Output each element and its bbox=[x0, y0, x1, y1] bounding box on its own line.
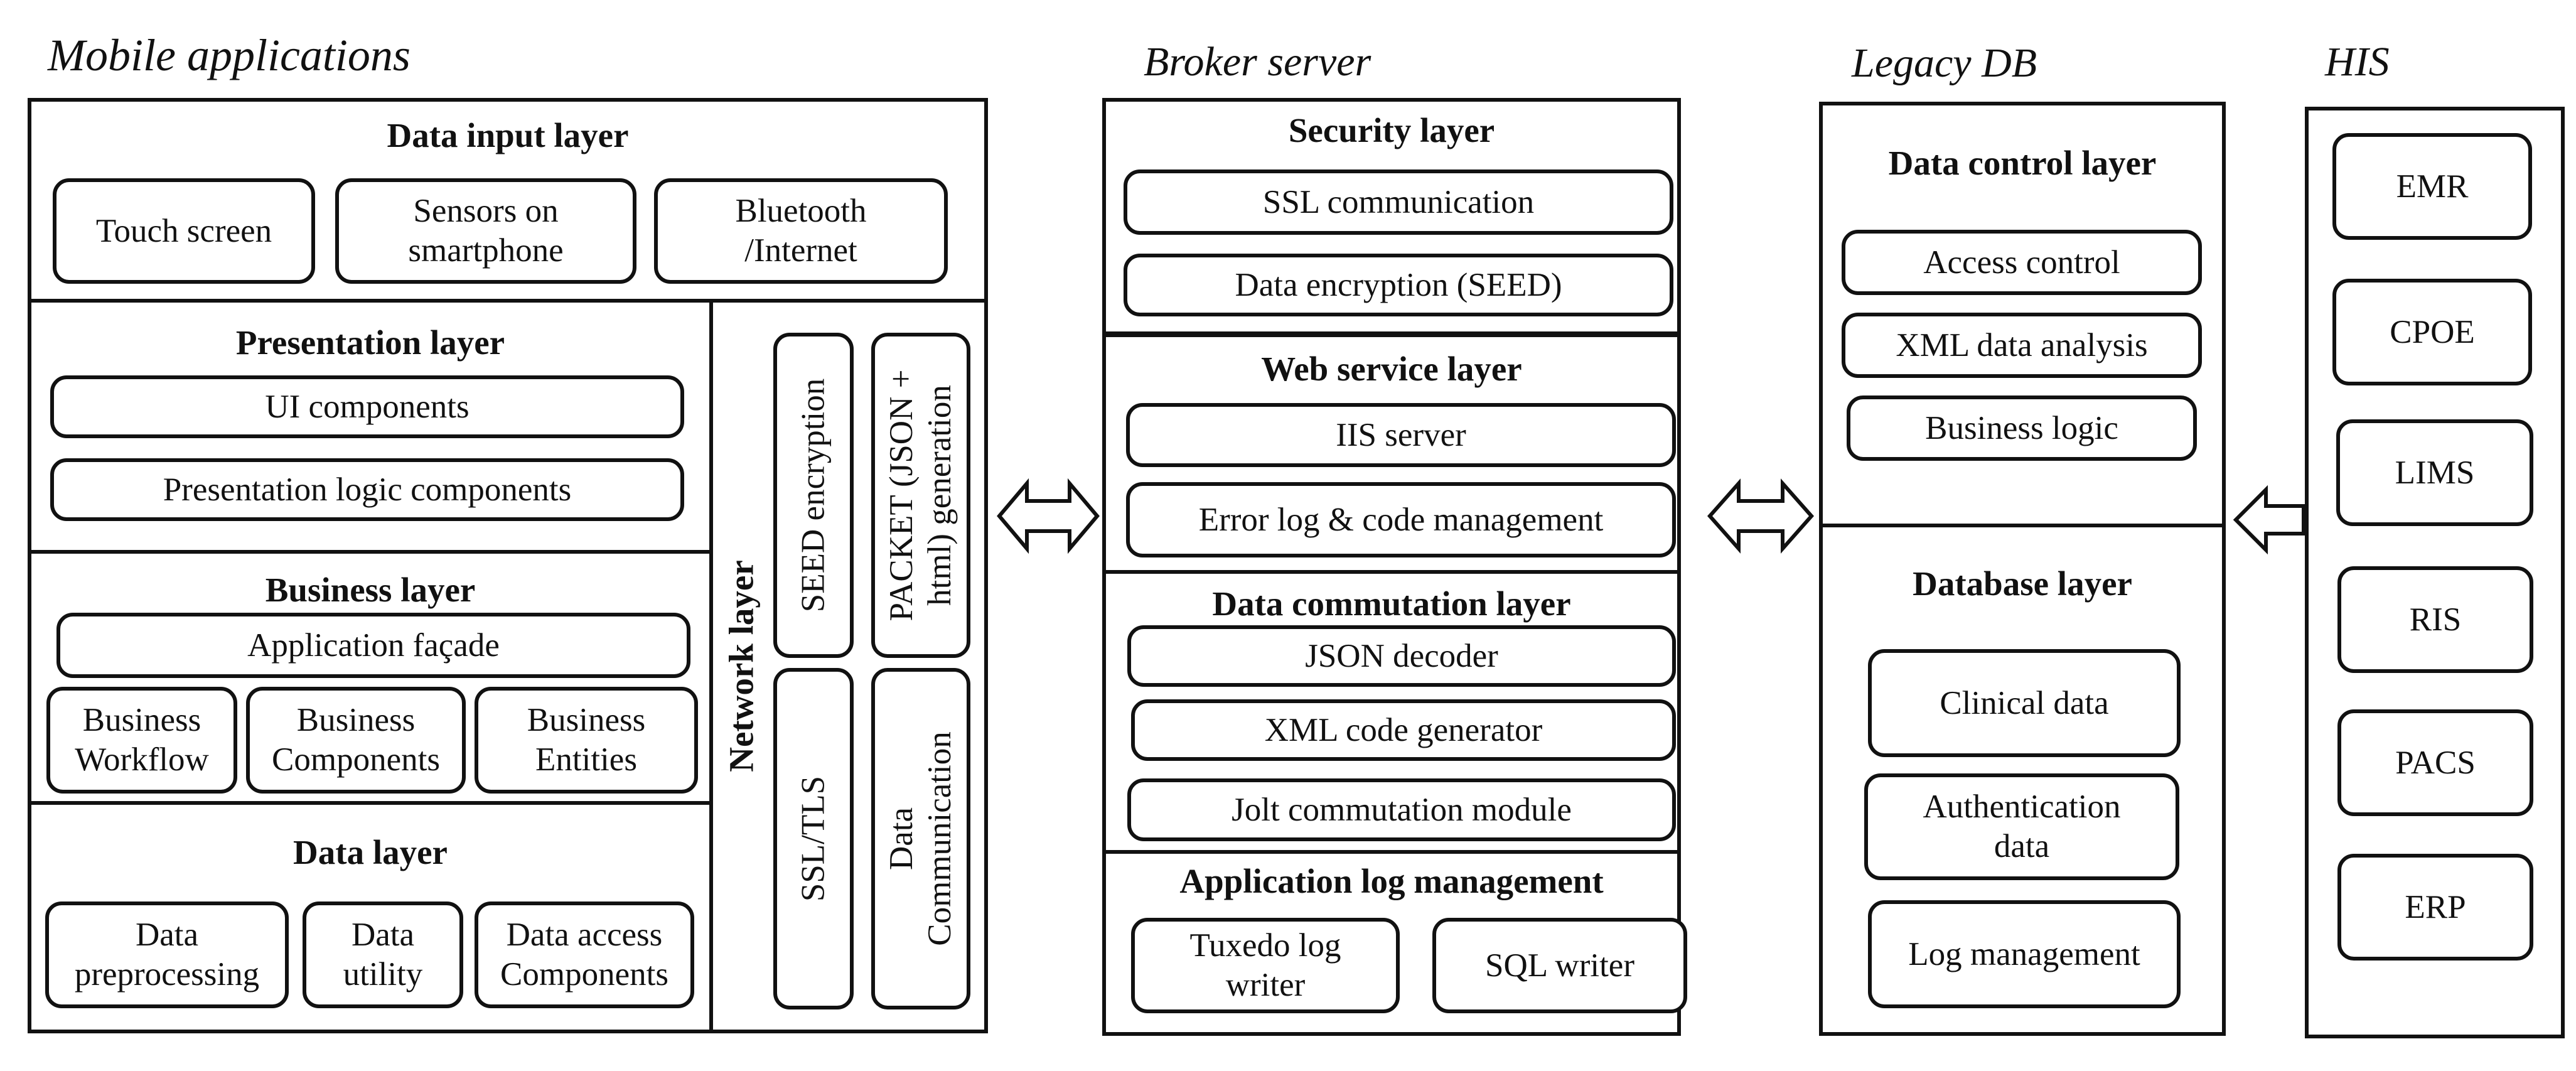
seed-encryption-label: SEED encryption bbox=[795, 378, 832, 613]
broker-separator-web bbox=[1102, 570, 1681, 574]
legacy-separator bbox=[1819, 524, 2226, 527]
access-control-box: Access control bbox=[1842, 230, 2202, 295]
ssl-tls-label: SSL/TLS bbox=[795, 775, 832, 902]
broker-separator-security bbox=[1102, 331, 1681, 337]
business-layer-heading: Business layer bbox=[265, 571, 476, 609]
emr-box: EMR bbox=[2332, 133, 2532, 240]
business-entities-box: Business Entities bbox=[475, 687, 698, 794]
log-management-box: Log management bbox=[1868, 900, 2181, 1008]
data-encryption-seed-box: Data encryption (SEED) bbox=[1124, 254, 1673, 316]
application-facade-box: Application façade bbox=[56, 613, 690, 678]
business-logic-box: Business logic bbox=[1847, 396, 2197, 461]
iis-server-box: IIS server bbox=[1126, 403, 1676, 467]
xml-data-analysis-box: XML data analysis bbox=[1842, 313, 2202, 378]
mobile-separator-presentation bbox=[28, 550, 713, 554]
touch-screen-box: Touch screen bbox=[53, 178, 315, 284]
network-layer-heading: Network layer bbox=[722, 560, 761, 772]
error-log-box: Error log & code management bbox=[1126, 482, 1676, 557]
jolt-commutation-box: Jolt commutation module bbox=[1127, 778, 1676, 841]
left-arrow-his-legacy-icon bbox=[2233, 485, 2305, 555]
cpoe-box: CPOE bbox=[2332, 279, 2532, 385]
mobile-title: Mobile applications bbox=[48, 30, 411, 80]
security-layer-heading: Security layer bbox=[1288, 111, 1495, 149]
network-layer-heading-area: Network layer bbox=[713, 299, 770, 1033]
erp-box: ERP bbox=[2337, 854, 2533, 961]
lims-box: LIMS bbox=[2336, 419, 2533, 526]
seed-encryption-box: SEED encryption bbox=[773, 333, 854, 658]
mobile-separator-input bbox=[28, 299, 988, 303]
business-components-box: Business Components bbox=[246, 687, 466, 794]
data-commutation-layer-heading: Data commutation layer bbox=[1212, 584, 1571, 623]
pacs-box: PACS bbox=[2337, 709, 2533, 816]
presentation-logic-box: Presentation logic components bbox=[50, 458, 684, 521]
double-arrow-broker-legacy-icon bbox=[1707, 478, 1815, 554]
data-input-layer-heading: Data input layer bbox=[387, 116, 629, 154]
xml-code-generator-box: XML code generator bbox=[1131, 699, 1676, 761]
packet-generation-label: PACKET (JSON + html) generation bbox=[883, 369, 958, 622]
tuxedo-log-writer-box: Tuxedo log writer bbox=[1131, 918, 1400, 1013]
data-access-components-box: Data access Components bbox=[475, 901, 694, 1008]
web-service-layer-heading: Web service layer bbox=[1261, 350, 1522, 388]
sql-writer-box: SQL writer bbox=[1432, 918, 1687, 1013]
clinical-data-box: Clinical data bbox=[1868, 649, 2181, 757]
ssl-communication-box: SSL communication bbox=[1124, 170, 1673, 235]
database-layer-heading: Database layer bbox=[1913, 564, 2132, 603]
data-layer-heading: Data layer bbox=[293, 833, 448, 871]
broker-separator-commutation bbox=[1102, 850, 1681, 854]
legacy-title: Legacy DB bbox=[1852, 40, 2037, 86]
broker-title: Broker server bbox=[1144, 39, 1371, 85]
his-title: HIS bbox=[2325, 39, 2390, 85]
authentication-data-box: Authentication data bbox=[1864, 773, 2179, 880]
application-log-heading: Application log management bbox=[1179, 862, 1604, 900]
double-arrow-mobile-broker-icon bbox=[997, 478, 1100, 554]
mobile-separator-network bbox=[709, 299, 713, 1033]
sensors-box: Sensors on smartphone bbox=[335, 178, 636, 284]
data-communication-box: Data Communication bbox=[871, 668, 970, 1009]
ssl-tls-box: SSL/TLS bbox=[773, 668, 854, 1009]
mobile-separator-business bbox=[28, 801, 713, 805]
data-utility-box: Data utility bbox=[303, 901, 463, 1008]
ui-components-box: UI components bbox=[50, 375, 684, 438]
presentation-layer-heading: Presentation layer bbox=[235, 323, 505, 362]
ris-box: RIS bbox=[2337, 566, 2533, 673]
business-workflow-box: Business Workflow bbox=[46, 687, 237, 794]
data-control-layer-heading: Data control layer bbox=[1888, 144, 2157, 182]
packet-generation-box: PACKET (JSON + html) generation bbox=[871, 333, 970, 658]
bluetooth-internet-box: Bluetooth /Internet bbox=[654, 178, 948, 284]
json-decoder-box: JSON decoder bbox=[1127, 625, 1676, 687]
data-preprocessing-box: Data preprocessing bbox=[45, 901, 289, 1008]
data-communication-label: Data Communication bbox=[883, 731, 958, 946]
